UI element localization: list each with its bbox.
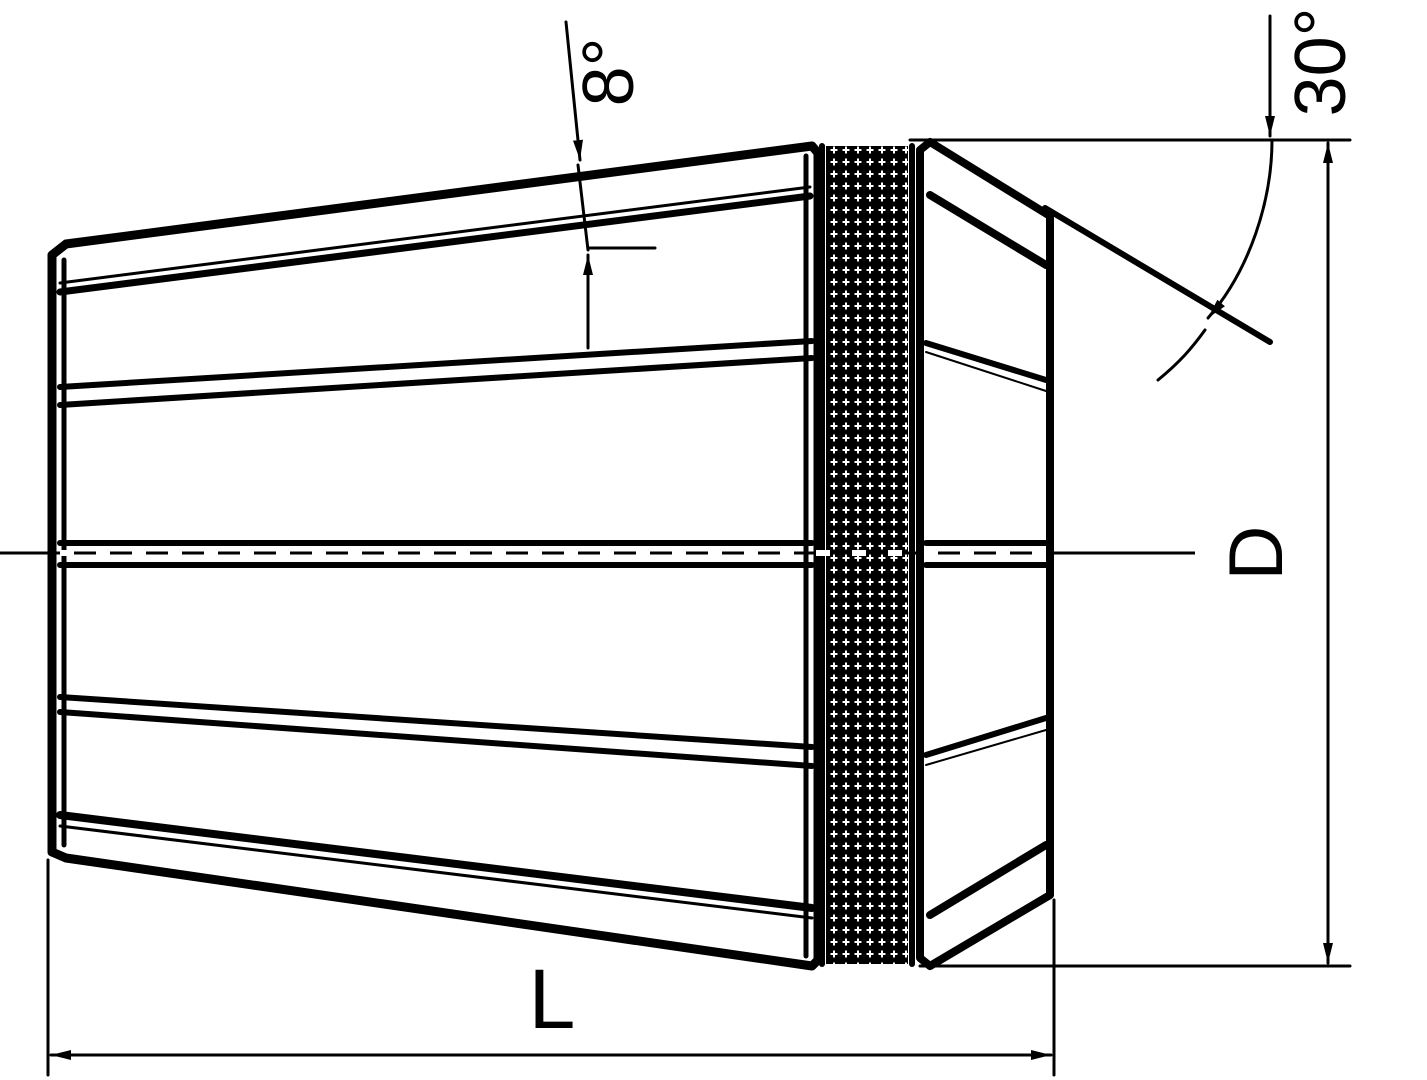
slot-line — [58, 824, 814, 920]
cone-angle-arc-tail — [1156, 328, 1207, 382]
cone-slot-line — [926, 191, 1050, 269]
cone-slot-line — [925, 729, 1047, 766]
cone-angle-dimension: 30° — [908, 8, 1361, 382]
slot-line — [57, 694, 815, 750]
slot-line — [57, 709, 815, 769]
taper-angle-dimension: 8° — [564, 20, 657, 350]
collet-body — [47, 141, 823, 971]
cone-outline — [916, 138, 1054, 970]
length-dimension: L — [46, 858, 1056, 1077]
diameter-dimension: D — [918, 141, 1352, 968]
taper-leader — [576, 163, 590, 252]
slot-line — [56, 192, 814, 296]
cone-angle-arc — [1206, 138, 1274, 320]
diameter-label: D — [1214, 526, 1299, 581]
cone-head — [916, 138, 1054, 970]
taper-arrow-upper — [564, 20, 583, 162]
cone-slot-line — [923, 340, 1049, 383]
slot-line — [58, 185, 812, 285]
taper-angle-label: 8° — [569, 38, 649, 107]
slot-line — [57, 338, 815, 390]
length-label: L — [529, 952, 576, 1046]
slot-line — [56, 811, 816, 912]
cone-slot-line — [926, 841, 1050, 919]
cone-slot-line — [923, 715, 1049, 758]
cone-slot-line — [925, 351, 1047, 392]
body-outline-top — [47, 141, 823, 971]
cone-angle-label: 30° — [1281, 8, 1361, 117]
slot-line — [57, 355, 815, 408]
cone-extension-line — [1042, 205, 1273, 345]
